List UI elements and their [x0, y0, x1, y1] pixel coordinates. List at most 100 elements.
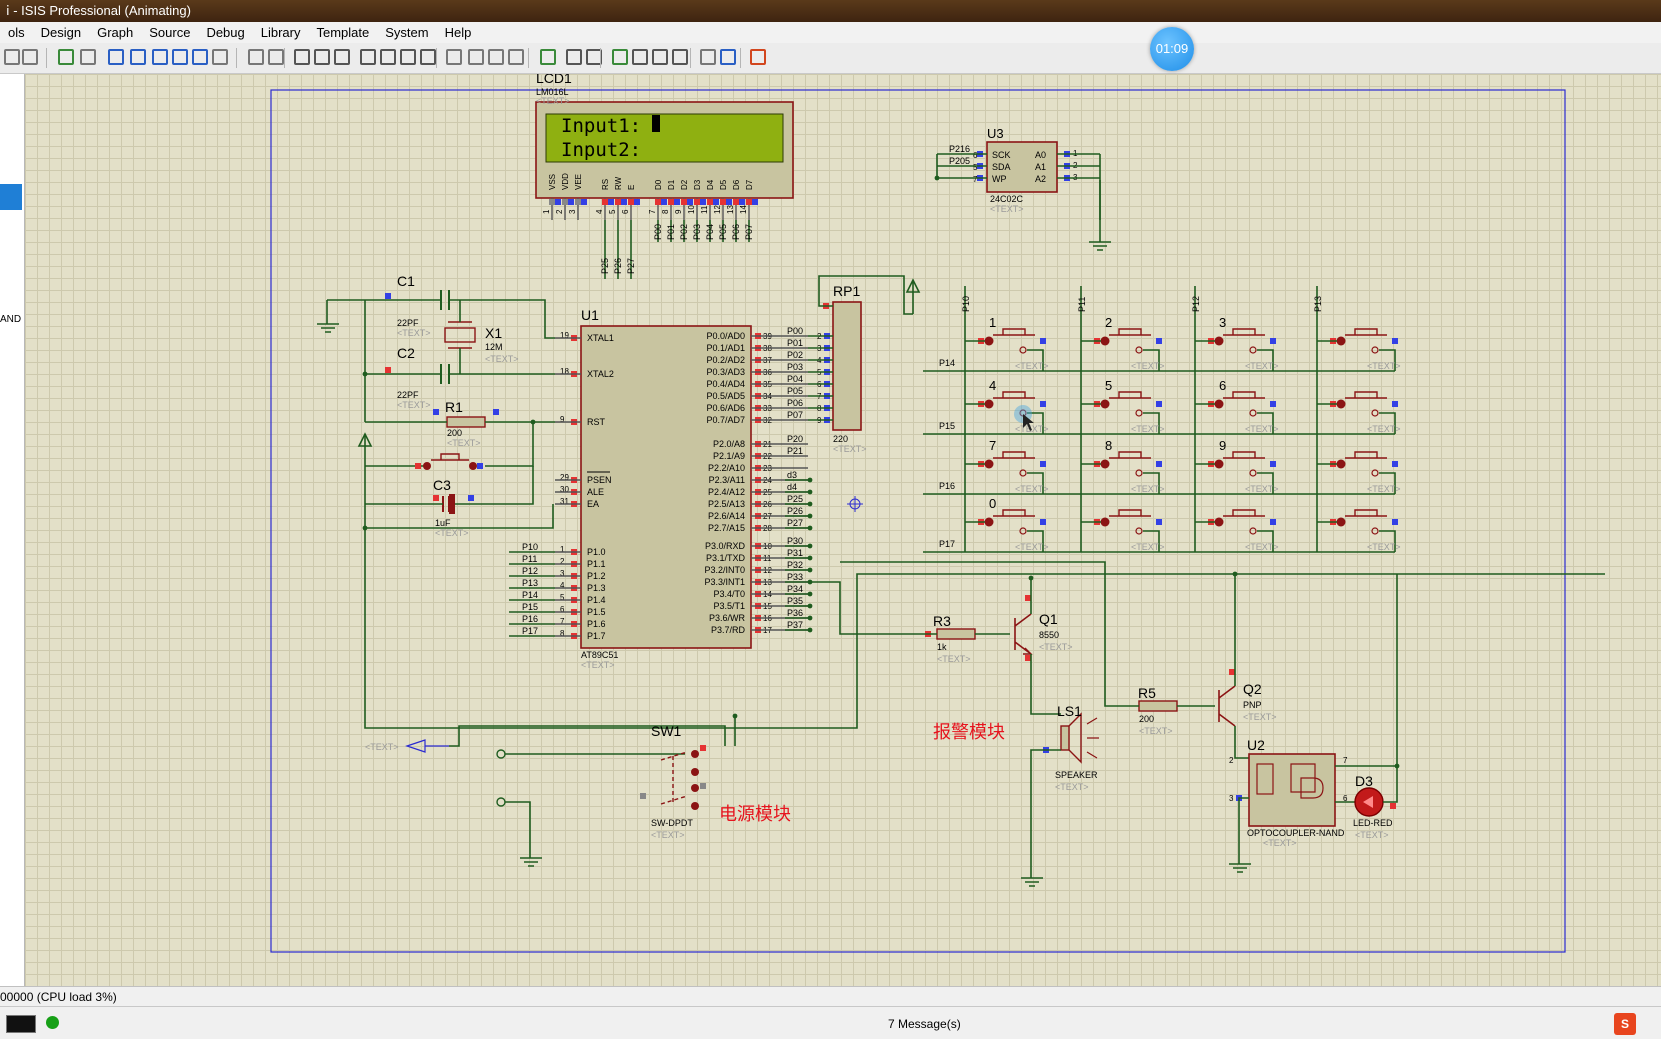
keypad-button-blank[interactable] [1345, 509, 1387, 517]
toolbar-tool-5-icon[interactable] [130, 49, 146, 65]
r3-ref: R3 [933, 613, 951, 629]
menu-help[interactable]: Help [444, 25, 472, 40]
toolbar-tool-13-icon[interactable] [314, 49, 330, 65]
keypad-button-blank[interactable] [1345, 451, 1387, 459]
r1-body[interactable] [446, 416, 486, 428]
toolbar-tool-20-icon[interactable] [468, 49, 484, 65]
wire [1027, 472, 1044, 494]
menu-system[interactable]: System [385, 25, 429, 40]
ls1-body[interactable] [1060, 725, 1070, 751]
u1-pin-num: 8 [560, 629, 565, 638]
net-label: P16 [522, 614, 538, 624]
menu-source[interactable]: Source [149, 25, 191, 40]
u1-pin-name: P2.1/A9 [713, 451, 745, 461]
u1-pin-name: P2.5/A13 [708, 499, 745, 509]
toolbar-tool-26-icon[interactable] [612, 49, 628, 65]
toolbar-tool-12-icon[interactable] [294, 49, 310, 65]
keypad-button-8[interactable] [1109, 451, 1151, 459]
keypad-button-0[interactable] [993, 509, 1035, 517]
menu-graph[interactable]: Graph [97, 25, 134, 40]
toolbar-tool-30-icon[interactable] [700, 49, 716, 65]
keypad-button-9[interactable] [1223, 451, 1265, 459]
toolbar-tool-2-icon[interactable] [58, 49, 74, 65]
r5-body[interactable] [1138, 700, 1178, 712]
toolbar-tool-18-icon[interactable] [420, 49, 436, 65]
toolbar-tool-9-icon[interactable] [212, 49, 228, 65]
toolbar-tool-25-icon[interactable] [586, 49, 602, 65]
schematic-drawing[interactable]: Input1:Input2:LCD1LM016L<TEXT>VSS1VDD2VE… [25, 74, 1661, 986]
toolbar-tool-22-icon[interactable] [508, 49, 524, 65]
toolbar-tool-14-icon[interactable] [334, 49, 350, 65]
toolbar-tool-17-icon[interactable] [400, 49, 416, 65]
menu-design[interactable]: Design [40, 25, 82, 40]
toolbar-tool-31-icon[interactable] [720, 49, 736, 65]
toolbar-tool-3-icon[interactable] [80, 49, 96, 65]
keypad-button-7[interactable] [993, 451, 1035, 459]
toolbar-tool-10-icon[interactable] [248, 49, 264, 65]
u3-body[interactable] [986, 141, 1058, 193]
menu-debug[interactable]: Debug [206, 25, 245, 40]
pin-marker [1156, 461, 1162, 467]
key-contact [1135, 409, 1143, 417]
q2-transistor [1218, 685, 1236, 727]
u1-body[interactable] [580, 325, 752, 649]
toolbar-tool-19-icon[interactable] [446, 49, 462, 65]
wire [1379, 472, 1396, 494]
keypad-button-5[interactable] [1109, 391, 1151, 399]
keypad-button-4[interactable] [993, 391, 1035, 399]
stop-button[interactable] [6, 1015, 36, 1033]
keypad-button-1[interactable] [993, 328, 1035, 336]
wire [505, 801, 531, 858]
lcd1-pin-num: 8 [661, 209, 670, 214]
wire [1257, 472, 1274, 494]
toolbar-tool-7-icon[interactable] [172, 49, 188, 65]
key-label: 4 [989, 378, 996, 393]
net-label: P06 [731, 224, 741, 240]
toolbar-tool-28-icon[interactable] [652, 49, 668, 65]
keypad-button-2[interactable] [1109, 328, 1151, 336]
r3-body[interactable] [936, 628, 976, 640]
button-contact [423, 462, 431, 470]
toolbar-tool-16-icon[interactable] [380, 49, 396, 65]
toolbar-tool-24-icon[interactable] [566, 49, 582, 65]
toolbar-tool-23-icon[interactable] [540, 49, 556, 65]
selected-device-row[interactable] [0, 184, 22, 210]
toolbar-tool-27-icon[interactable] [632, 49, 648, 65]
lcd1-pin-num: 12 [713, 205, 722, 214]
menu-library[interactable]: Library [260, 25, 301, 40]
toolbar-tool-1-icon[interactable] [22, 49, 38, 65]
toolbar-tool-0-icon[interactable] [4, 49, 20, 65]
toolbar-tool-11-icon[interactable] [268, 49, 284, 65]
text-placeholder: <TEXT> [651, 830, 685, 840]
junction-dot [807, 567, 813, 573]
pin-marker [433, 409, 439, 415]
toolbar-tool-29-icon[interactable] [672, 49, 688, 65]
u2-body[interactable] [1248, 753, 1336, 827]
key-contact [1214, 459, 1224, 469]
key-contact [1019, 527, 1027, 535]
lcd1-pin-num: 7 [648, 209, 657, 214]
keypad-button-3[interactable] [1223, 328, 1265, 336]
keypad-button-blank[interactable] [1345, 328, 1387, 336]
toolbar-tool-6-icon[interactable] [152, 49, 168, 65]
keypad-button-blank[interactable] [1223, 509, 1265, 517]
device-panel[interactable]: AND [0, 74, 25, 986]
keypad-button-6[interactable] [1223, 391, 1265, 399]
keypad-button-blank[interactable] [1345, 391, 1387, 399]
rp1-body[interactable] [832, 301, 862, 431]
menu-ols[interactable]: ols [8, 25, 25, 40]
lcd1-pin-marker [634, 199, 640, 205]
toolbar-tool-15-icon[interactable] [360, 49, 376, 65]
title-bar: ⅰ - ISIS Professional (Animating) [0, 0, 1661, 22]
toolbar-tool-21-icon[interactable] [488, 49, 504, 65]
toolbar-tool-4-icon[interactable] [108, 49, 124, 65]
keypad-button-blank[interactable] [1109, 509, 1151, 517]
menu-template[interactable]: Template [316, 25, 370, 40]
toolbar-tool-8-icon[interactable] [192, 49, 208, 65]
pin-marker [700, 745, 706, 751]
recording-timer[interactable]: 01:09 [1150, 27, 1194, 71]
ime-icon[interactable]: S [1614, 1013, 1636, 1035]
message-count[interactable]: 7 Message(s) [888, 1017, 961, 1031]
toolbar-tool-32-icon[interactable] [750, 49, 766, 65]
